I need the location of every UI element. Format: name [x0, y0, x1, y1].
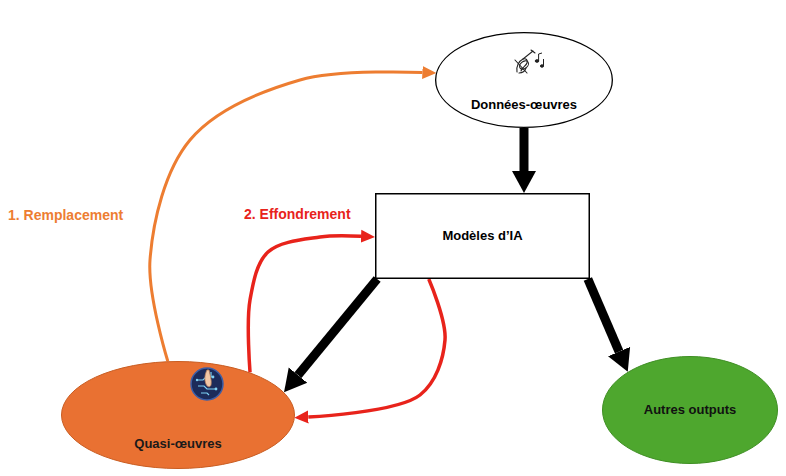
node-label: Autres outputs	[644, 402, 736, 418]
node-label: Quasi-œuvres	[134, 436, 221, 452]
other-outputs-ellipse: Autres outputs	[602, 356, 778, 464]
connector-arrow	[308, 279, 445, 417]
node-label: Modèles d’IA	[442, 228, 522, 244]
data-works-ellipse: Données-œuvres	[435, 32, 613, 128]
ellipse-outline	[435, 32, 613, 128]
edge-label: 2. Effondrement	[244, 206, 351, 223]
quasi-works-ellipse: Quasi-œuvres	[61, 361, 295, 469]
connector-arrow	[248, 236, 361, 373]
ellipse-outline	[61, 361, 295, 469]
edge-label: 1. Remplacement	[8, 207, 123, 224]
node-label: Données-œuvres	[471, 97, 577, 113]
ai-model-box: Modèles d’IA	[375, 193, 590, 279]
connector-arrow	[298, 279, 377, 375]
connector-arrow	[588, 279, 619, 352]
digital-hand-icon	[189, 366, 225, 402]
connector-arrow	[519, 128, 528, 171]
violin-hand-icon	[513, 46, 547, 76]
